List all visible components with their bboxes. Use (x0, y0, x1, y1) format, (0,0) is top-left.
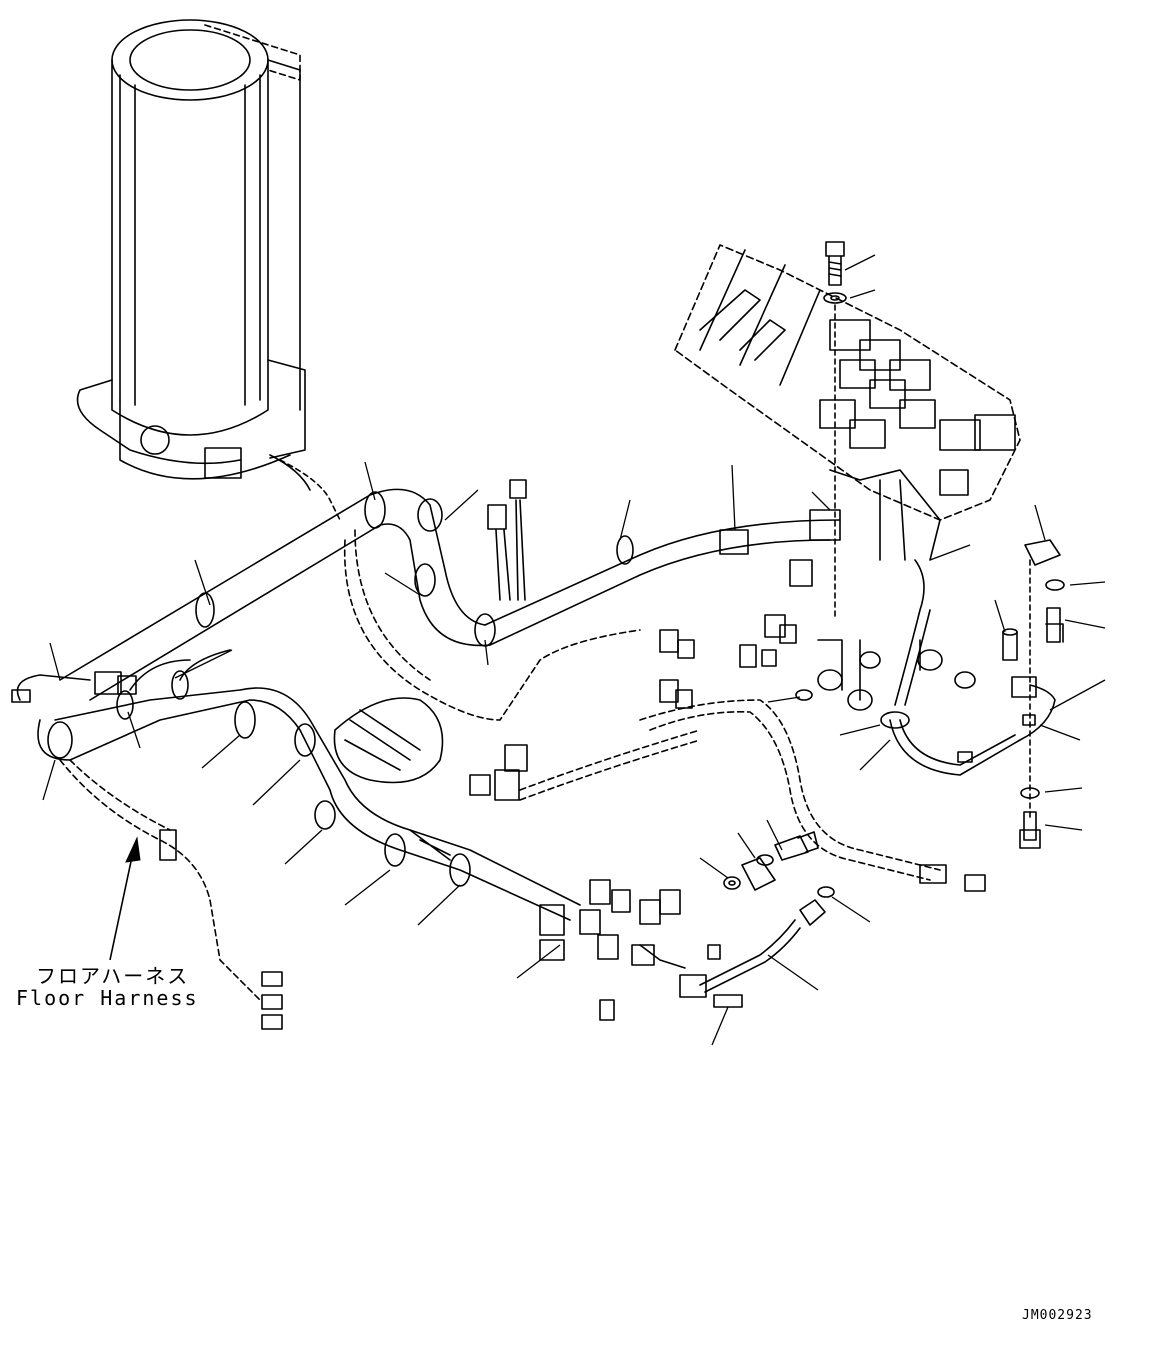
floor-harness-route (60, 700, 940, 1000)
relay-box (675, 245, 1020, 560)
upper-harness-tube (60, 489, 840, 720)
right-bolt-set (1003, 540, 1064, 848)
right-cable (881, 560, 1055, 775)
lower-harness-tube (18, 650, 581, 920)
bolt-upper (824, 242, 846, 620)
tank-assembly (78, 20, 341, 520)
leader-lines (43, 255, 1105, 1045)
grommets (796, 640, 975, 710)
hanging-connectors (488, 480, 526, 600)
floor-harness-label-en: Floor Harness (16, 986, 199, 1010)
floor-harness-label-jp: フロアハーネス (36, 964, 190, 988)
drawing-id: JM002923 (1022, 1308, 1093, 1323)
harness-connectors (12, 510, 985, 1029)
floor-harness-arrow (110, 838, 140, 960)
